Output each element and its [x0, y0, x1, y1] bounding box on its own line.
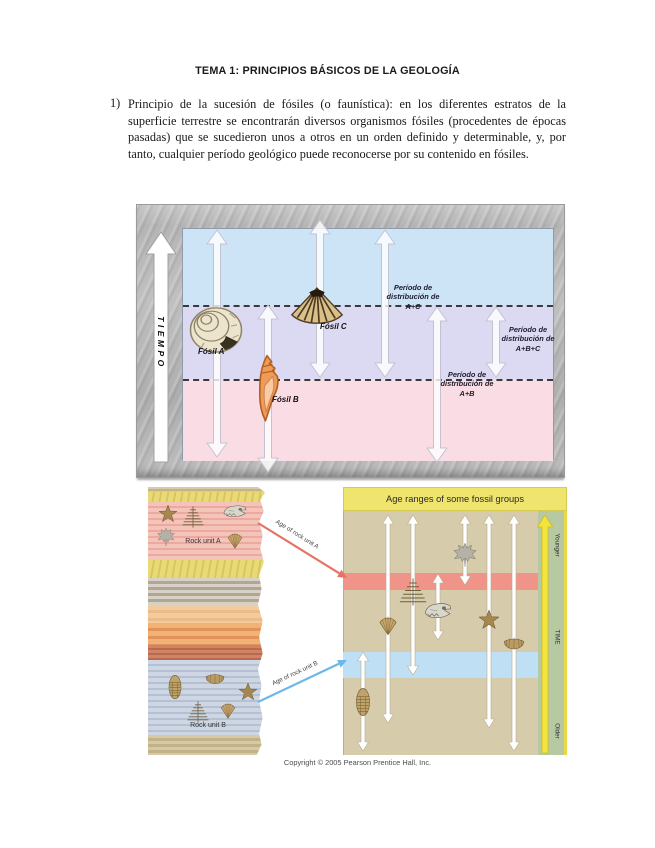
age-connector-a-arrowhead	[337, 569, 347, 578]
time-direction-arrow	[536, 514, 554, 754]
brachiopod-icon	[203, 671, 227, 689]
fossil-b-label: Fósil B	[272, 395, 299, 404]
starfish-icon	[158, 504, 178, 524]
period-ac-range-arrow	[374, 229, 396, 378]
time-axis-label: TIEMPO	[156, 316, 166, 370]
trilobite-icon	[165, 674, 185, 700]
period-ab-range-arrow	[426, 306, 448, 463]
copyright-line: Copyright © 2005 Pearson Prentice Hall, …	[283, 758, 432, 767]
brachiopod-icon	[501, 635, 527, 655]
rock-unit-b-label: Rock unit B	[190, 722, 226, 729]
period-abc-range-arrow	[485, 306, 507, 378]
fossil-succession-figure: TIEMPO Fósil A Fósil B Fósil C Período d…	[136, 204, 565, 478]
layer-tan-bottom	[148, 735, 265, 755]
layer-sandstone-lower	[148, 560, 265, 578]
pine-tree-icon	[186, 700, 210, 724]
layer-red-brown	[148, 645, 265, 660]
layer-light-orange	[148, 605, 265, 623]
principle-paragraph: 1) Principio de la sucesión de fósiles (…	[110, 96, 566, 162]
limpet-icon	[289, 284, 345, 326]
brachiopod-range-arrow	[508, 514, 520, 752]
period-ab-label: Período de distribución de A+B	[440, 370, 494, 398]
dashed-boundary-upper	[183, 305, 553, 307]
skull-icon	[222, 503, 248, 523]
time-axis-arrow	[145, 231, 177, 463]
layer-sandstone-upper	[148, 492, 265, 502]
starfish-icon	[478, 609, 500, 631]
leaf-icon	[452, 542, 478, 568]
page-title: TEMA 1: PRINCIPIOS BÁSICOS DE LA GEOLOGÍ…	[195, 65, 460, 77]
dashed-boundary-lower	[183, 379, 553, 381]
rock-column	[148, 487, 265, 755]
trilobite-icon	[352, 687, 374, 717]
rock-unit-b-age-band	[343, 652, 538, 678]
skull-icon	[423, 600, 453, 626]
age-connector-a-line	[257, 522, 340, 575]
layer-orange	[148, 623, 265, 645]
layer-gray-shale	[148, 578, 265, 605]
period-abc-label: Período de distribución de A+B+C	[501, 325, 555, 353]
rock-unit-a-label: Rock unit A	[185, 538, 221, 545]
period-ac-label: Período de distribución de A+C	[386, 283, 440, 311]
conch-icon	[248, 354, 286, 424]
list-item-text: Principio de la sucesión de fósiles (o f…	[128, 97, 566, 161]
pine-tree-icon	[181, 505, 205, 529]
list-item-number: 1)	[110, 96, 121, 110]
layer-tan-top	[148, 487, 265, 492]
scallop-icon	[375, 612, 401, 638]
age-connector-b-line	[257, 662, 340, 703]
scallop-icon	[217, 699, 239, 721]
figure1-panel	[182, 228, 554, 461]
starfish-icon	[238, 682, 258, 702]
fossil-a-label: Fósil A	[198, 347, 225, 356]
age-connector-b-arrowhead	[337, 660, 347, 668]
fossil-c-label: Fósil C	[320, 322, 347, 331]
upper-time-band	[183, 229, 553, 305]
age-ranges-figure: Age ranges of some fossil groups Younger…	[145, 485, 570, 757]
lower-time-band	[183, 379, 553, 461]
figure2-header: Age ranges of some fossil groups	[343, 487, 567, 511]
